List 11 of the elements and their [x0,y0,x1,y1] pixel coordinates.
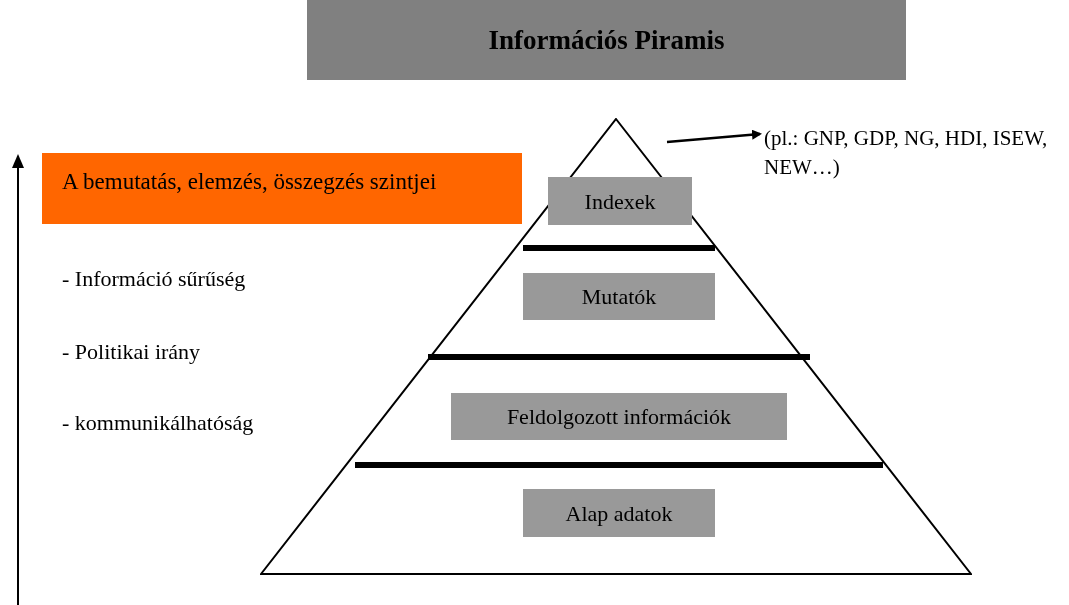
arrow [666,129,762,144]
level-box: Indexek [548,177,692,225]
level-box: Feldolgozott információk [451,393,787,440]
list-item-text: - Információ sűrűség [62,265,246,293]
list-item-text: - kommunikálhatóság [62,409,254,437]
list-item-text: - Politikai irány [62,338,201,366]
level-box: Mutatók [523,273,715,320]
title-banner: Információs Piramis [307,0,906,80]
level-box: Alap adatok [523,489,715,537]
heading-box: A bemutatás, elemzés, összegzés szintjei [42,153,522,224]
note-text: (pl.: GNP, GDP, NG, HDI, ISEW, NEW…) [764,124,1054,188]
